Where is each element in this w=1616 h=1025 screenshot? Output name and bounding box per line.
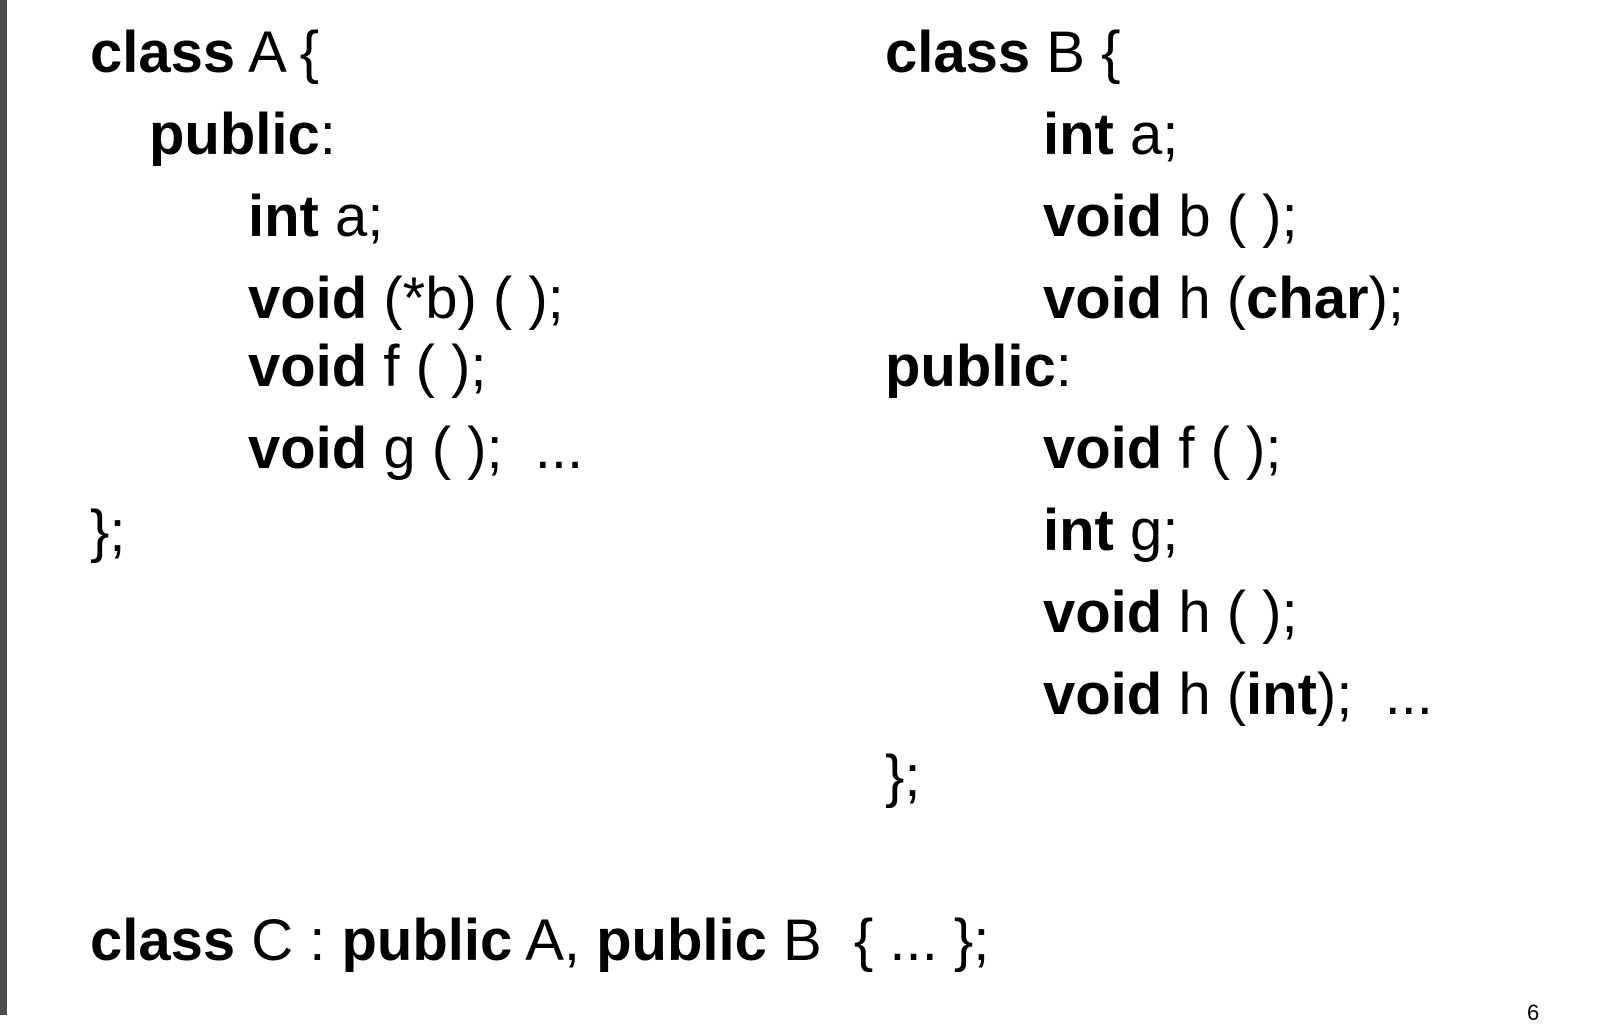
class-b-line-4: void h (char);: [1043, 266, 1404, 331]
class-b-line-6: void f ( );: [1043, 416, 1282, 481]
class-b-line-10: };: [885, 744, 921, 809]
class-b-line-1: class B {: [885, 20, 1121, 85]
class-b-line-2: int a;: [1043, 102, 1179, 167]
class-a-line-6: void g ( ); ...: [248, 416, 584, 481]
class-a-line-2: public:: [149, 102, 336, 167]
class-a-line-4: void (*b) ( );: [248, 266, 564, 331]
page-number: 6: [1527, 1000, 1540, 1025]
class-a-line-7: };: [90, 499, 126, 564]
class-b-line-7: int g;: [1043, 498, 1179, 563]
slide-left-border: [0, 0, 7, 1015]
class-a-line-1: class A {: [90, 20, 320, 85]
class-b-line-9: void h (int); ...: [1043, 662, 1433, 727]
class-b-line-3: void b ( );: [1043, 184, 1298, 249]
class-a-line-5: void f ( );: [248, 334, 487, 399]
class-a-line-3: int a;: [248, 184, 384, 249]
class-b-line-5: public:: [885, 334, 1072, 399]
class-c-declaration: class C : public A, public B { ... };: [90, 908, 990, 973]
class-b-line-8: void h ( );: [1043, 580, 1298, 645]
